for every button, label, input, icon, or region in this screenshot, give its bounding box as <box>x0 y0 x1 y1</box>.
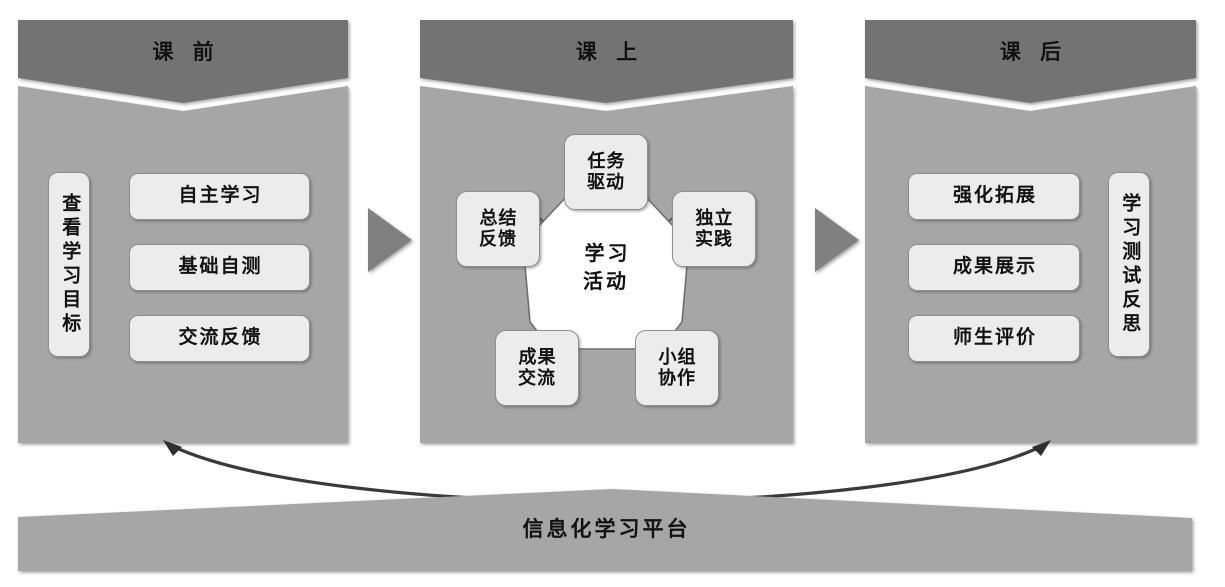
curved-arrow-head-left <box>163 440 182 456</box>
in-class-node-independent-practice[interactable]: 独立 实践 <box>672 191 756 267</box>
platform-banner-shape <box>18 489 1192 571</box>
arrow-in-to-post-icon <box>815 208 859 272</box>
panel-post-class-header-band <box>865 20 1196 103</box>
post-class-vertical-tag[interactable]: 学习测试反思 <box>1108 172 1150 357</box>
panel-pre-class-header-band <box>18 20 348 103</box>
hub-label-learning-activity: 学习 活动 <box>583 243 631 293</box>
post-class-item-1[interactable]: 成果展示 <box>908 244 1080 291</box>
in-class-node-task-driven[interactable]: 任务 驱动 <box>564 134 648 210</box>
pre-class-vertical-tag[interactable]: 查看学习目标 <box>48 172 90 357</box>
pre-class-item-1[interactable]: 基础自测 <box>129 244 310 291</box>
platform-banner-label: 信息化学习平台 <box>522 517 691 541</box>
pre-class-item-2[interactable]: 交流反馈 <box>129 315 310 362</box>
curved-arrow-head-right <box>1032 440 1051 456</box>
post-class-item-2[interactable]: 师生评价 <box>908 315 1080 362</box>
arrow-pre-to-in-icon <box>368 208 412 272</box>
panel-in-class-header-band <box>420 20 793 103</box>
phase-title-pre-class: 课 前 <box>152 40 221 64</box>
phase-title-in-class: 课 上 <box>575 40 645 64</box>
in-class-node-group-collaboration[interactable]: 小组 协作 <box>635 330 719 406</box>
post-class-item-0[interactable]: 强化拓展 <box>908 173 1080 220</box>
in-class-node-summary-feedback[interactable]: 总结 反馈 <box>456 191 540 267</box>
phase-title-post-class: 课 后 <box>999 40 1069 64</box>
learning-activity-hub-graphic <box>522 190 690 351</box>
pre-class-item-0[interactable]: 自主学习 <box>129 173 310 220</box>
in-class-node-outcome-exchange[interactable]: 成果 交流 <box>495 330 579 406</box>
